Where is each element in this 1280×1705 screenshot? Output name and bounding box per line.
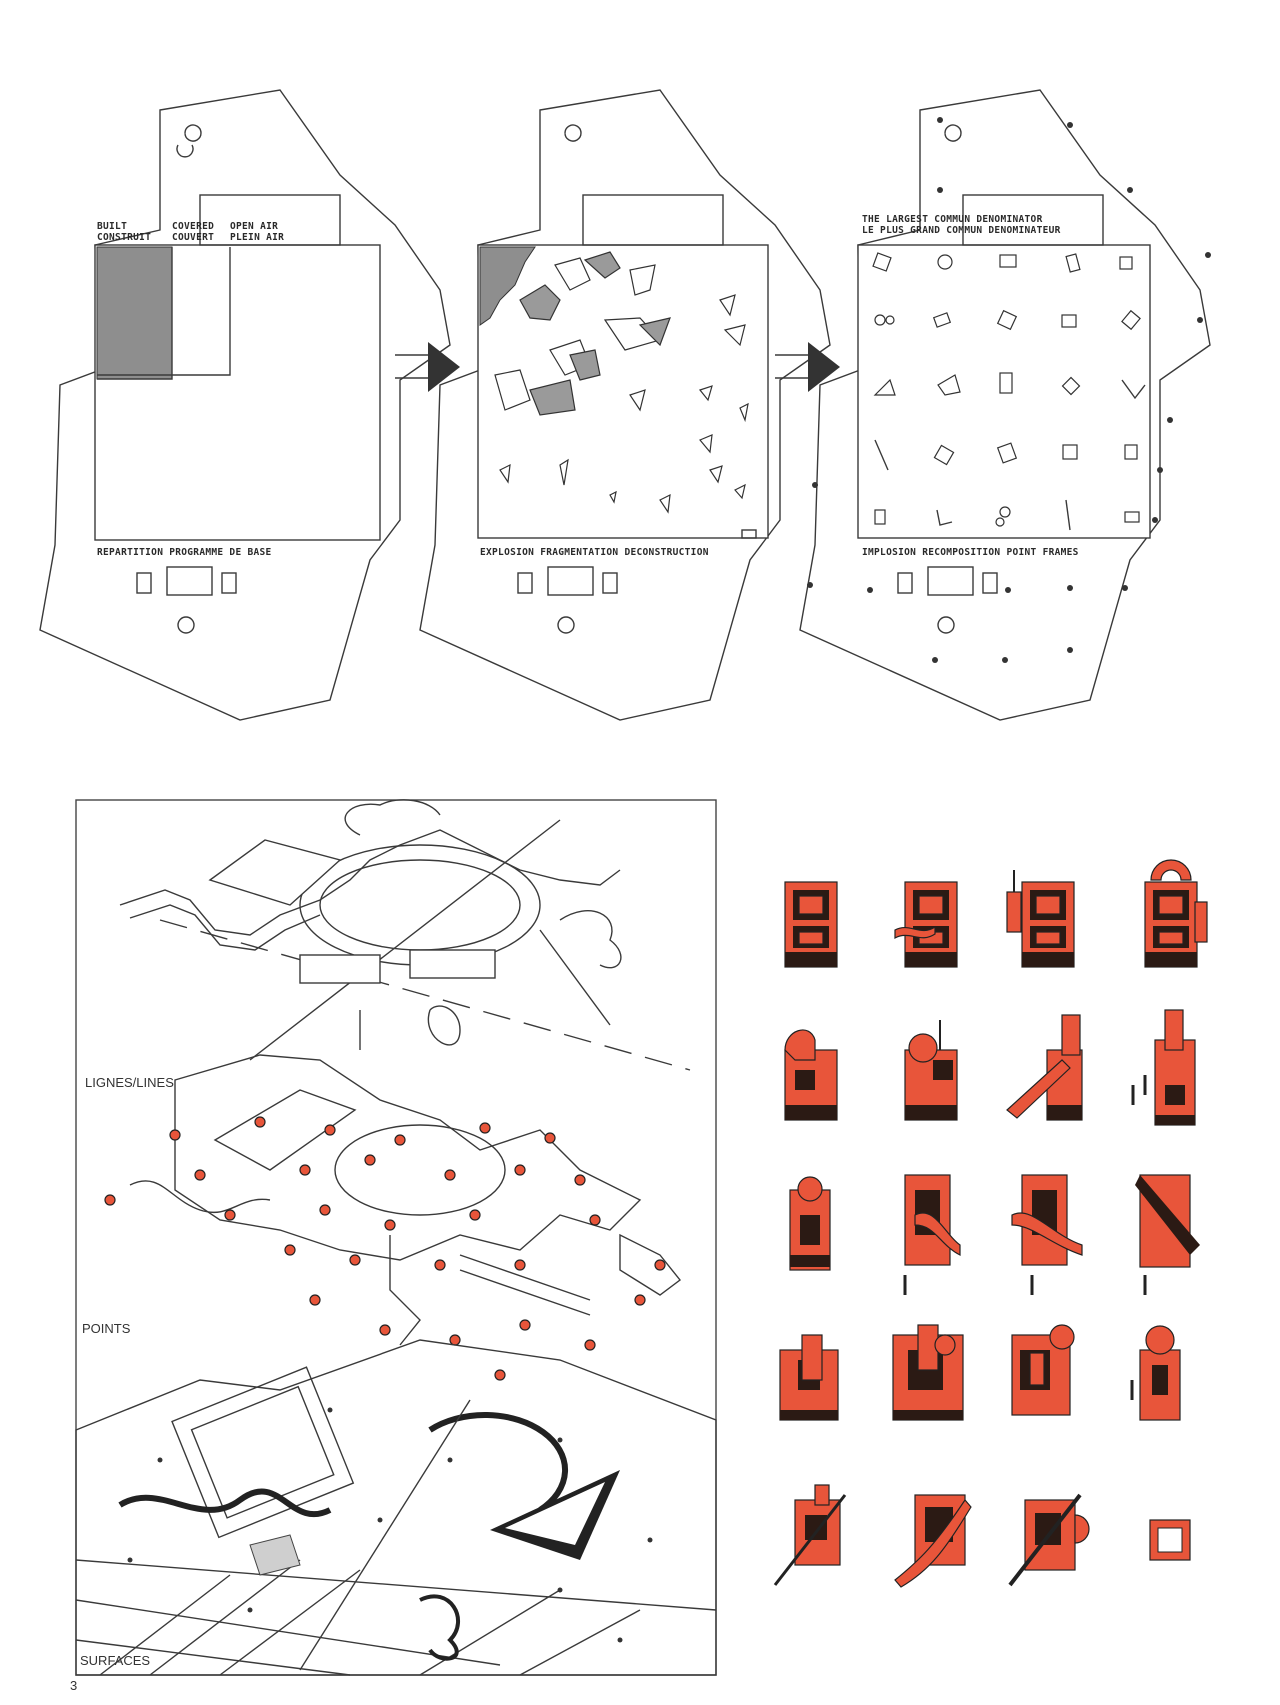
panel-repartition: BUILT CONSTRUIT COVERED COUVERT OPEN AIR… (39, 89, 451, 721)
folie-15 (1011, 1324, 1075, 1416)
folie-19 (1008, 1493, 1090, 1587)
label-lines: LIGNES/LINES (85, 1075, 174, 1090)
quatrefoil-icon (176, 124, 202, 158)
caption-repartition: REPARTITION PROGRAMME DE BASE (97, 547, 272, 558)
folie-12 (1135, 1174, 1200, 1295)
label-surfaces: SURFACES (80, 1653, 150, 1668)
folies-grid (773, 859, 1208, 1588)
folie-17 (773, 1484, 847, 1586)
folie-18 (894, 1494, 972, 1588)
axonometric-frame (75, 799, 717, 1676)
label-construit: CONSTRUIT (97, 232, 151, 243)
panel-implosion: THE LARGEST COMMUN DENOMINATOR LE PLUS G… (799, 89, 1211, 721)
point-frame-grid (872, 252, 1146, 531)
folie-4 (1144, 859, 1208, 968)
folie-3 (1006, 870, 1075, 968)
point-markers (807, 117, 1211, 663)
heading-largest-common: THE LARGEST COMMUN DENOMINATOR (862, 214, 1043, 225)
page-mark: 3 (70, 1678, 77, 1693)
folie-6 (904, 1020, 958, 1121)
caption-explosion: EXPLOSION FRAGMENTATION DECONSTRUCTION (480, 547, 709, 558)
label-couvert: COUVERT (172, 232, 214, 243)
arrow-1 (395, 342, 460, 392)
folie-9 (789, 1176, 831, 1271)
folie-11 (1011, 1174, 1083, 1295)
surfaces-layer (75, 1339, 717, 1676)
label-plein-air: PLEIN AIR (230, 232, 284, 243)
folie-14 (892, 1324, 964, 1421)
folie-13 (779, 1334, 839, 1421)
circle-icon (177, 616, 195, 634)
folie-2 (894, 881, 958, 968)
label-open-air: OPEN AIR (230, 221, 278, 232)
folie-5 (784, 1029, 838, 1121)
lines-layer (119, 799, 691, 1071)
built-zone (96, 246, 173, 380)
arrow-2 (775, 342, 840, 392)
folie-markers (104, 1116, 666, 1381)
label-points: POINTS (82, 1321, 131, 1336)
axonometric-layers: LIGNES/LINES POINTS SURFACES 3 (70, 799, 717, 1693)
folie-7 (1006, 1014, 1083, 1121)
heading-plus-grand-commun: LE PLUS GRAND COMMUN DENOMINATEUR (862, 225, 1061, 236)
folie-20 (1149, 1519, 1191, 1561)
panel-explosion: EXPLOSION FRAGMENTATION DECONSTRUCTION (419, 89, 831, 721)
folie-16 (1130, 1325, 1181, 1421)
caption-implosion: IMPLOSION RECOMPOSITION POINT FRAMES (862, 547, 1079, 558)
folie-10 (903, 1174, 961, 1295)
folie-8 (1131, 1009, 1196, 1126)
folie-1 (784, 881, 838, 968)
points-layer (104, 1054, 681, 1381)
label-covered: COVERED (172, 221, 214, 232)
label-built: BUILT (97, 221, 127, 232)
